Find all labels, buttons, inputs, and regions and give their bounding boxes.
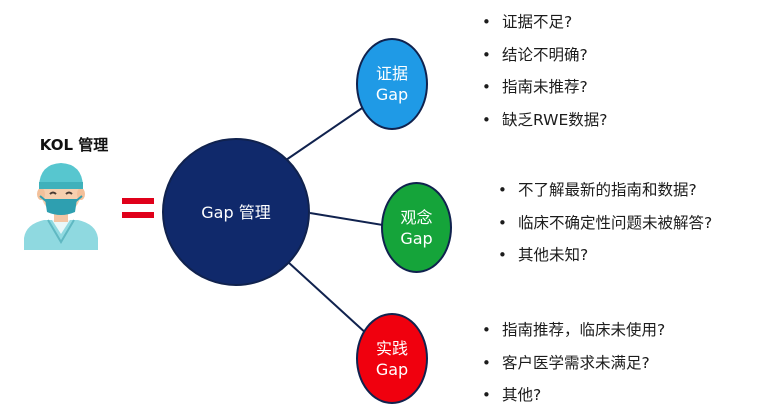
connector-practice <box>287 261 369 336</box>
concept-gap-list: 不了解最新的指南和数据? 临床不确定性问题未被解答? 其他未知? <box>496 180 712 278</box>
practice-gap-label-1: 实践 <box>375 338 408 358</box>
list-item: 指南未推荐? <box>480 77 608 110</box>
connector-concept <box>309 212 384 226</box>
evidence-gap-circle: 证据 Gap <box>356 38 428 130</box>
concept-gap-circle: 观念 Gap <box>381 182 452 273</box>
list-item: 其他? <box>480 385 665 418</box>
concept-gap-label-1: 观念 <box>400 207 433 227</box>
evidence-gap-label-2: Gap <box>375 85 409 104</box>
practice-gap-circle: 实践 Gap <box>356 313 428 404</box>
concept-gap-label-2: Gap <box>400 228 433 248</box>
gap-management-circle: Gap 管理 <box>162 138 310 286</box>
list-item: 指南推荐，临床未使用? <box>480 320 665 353</box>
list-item: 临床不确定性问题未被解答? <box>496 213 712 246</box>
doctor-avatar-icon <box>24 163 98 250</box>
list-item: 缺乏RWE数据? <box>480 110 608 143</box>
list-item: 结论不明确? <box>480 45 608 78</box>
list-item: 其他未知? <box>496 245 712 278</box>
evidence-gap-list: 证据不足? 结论不明确? 指南未推荐? 缺乏RWE数据? <box>480 12 608 142</box>
list-item: 不了解最新的指南和数据? <box>496 180 712 213</box>
equals-sign <box>122 198 154 220</box>
list-item: 客户医学需求未满足? <box>480 353 665 386</box>
evidence-gap-label-1: 证据 <box>375 64 408 83</box>
connector-evidence <box>285 103 369 161</box>
list-item: 证据不足? <box>480 12 608 45</box>
kol-title: KOL 管理 <box>39 136 109 154</box>
gap-management-label: Gap 管理 <box>201 202 271 222</box>
practice-gap-list: 指南推荐，临床未使用? 客户医学需求未满足? 其他? <box>480 320 665 418</box>
practice-gap-label-2: Gap <box>375 359 409 379</box>
